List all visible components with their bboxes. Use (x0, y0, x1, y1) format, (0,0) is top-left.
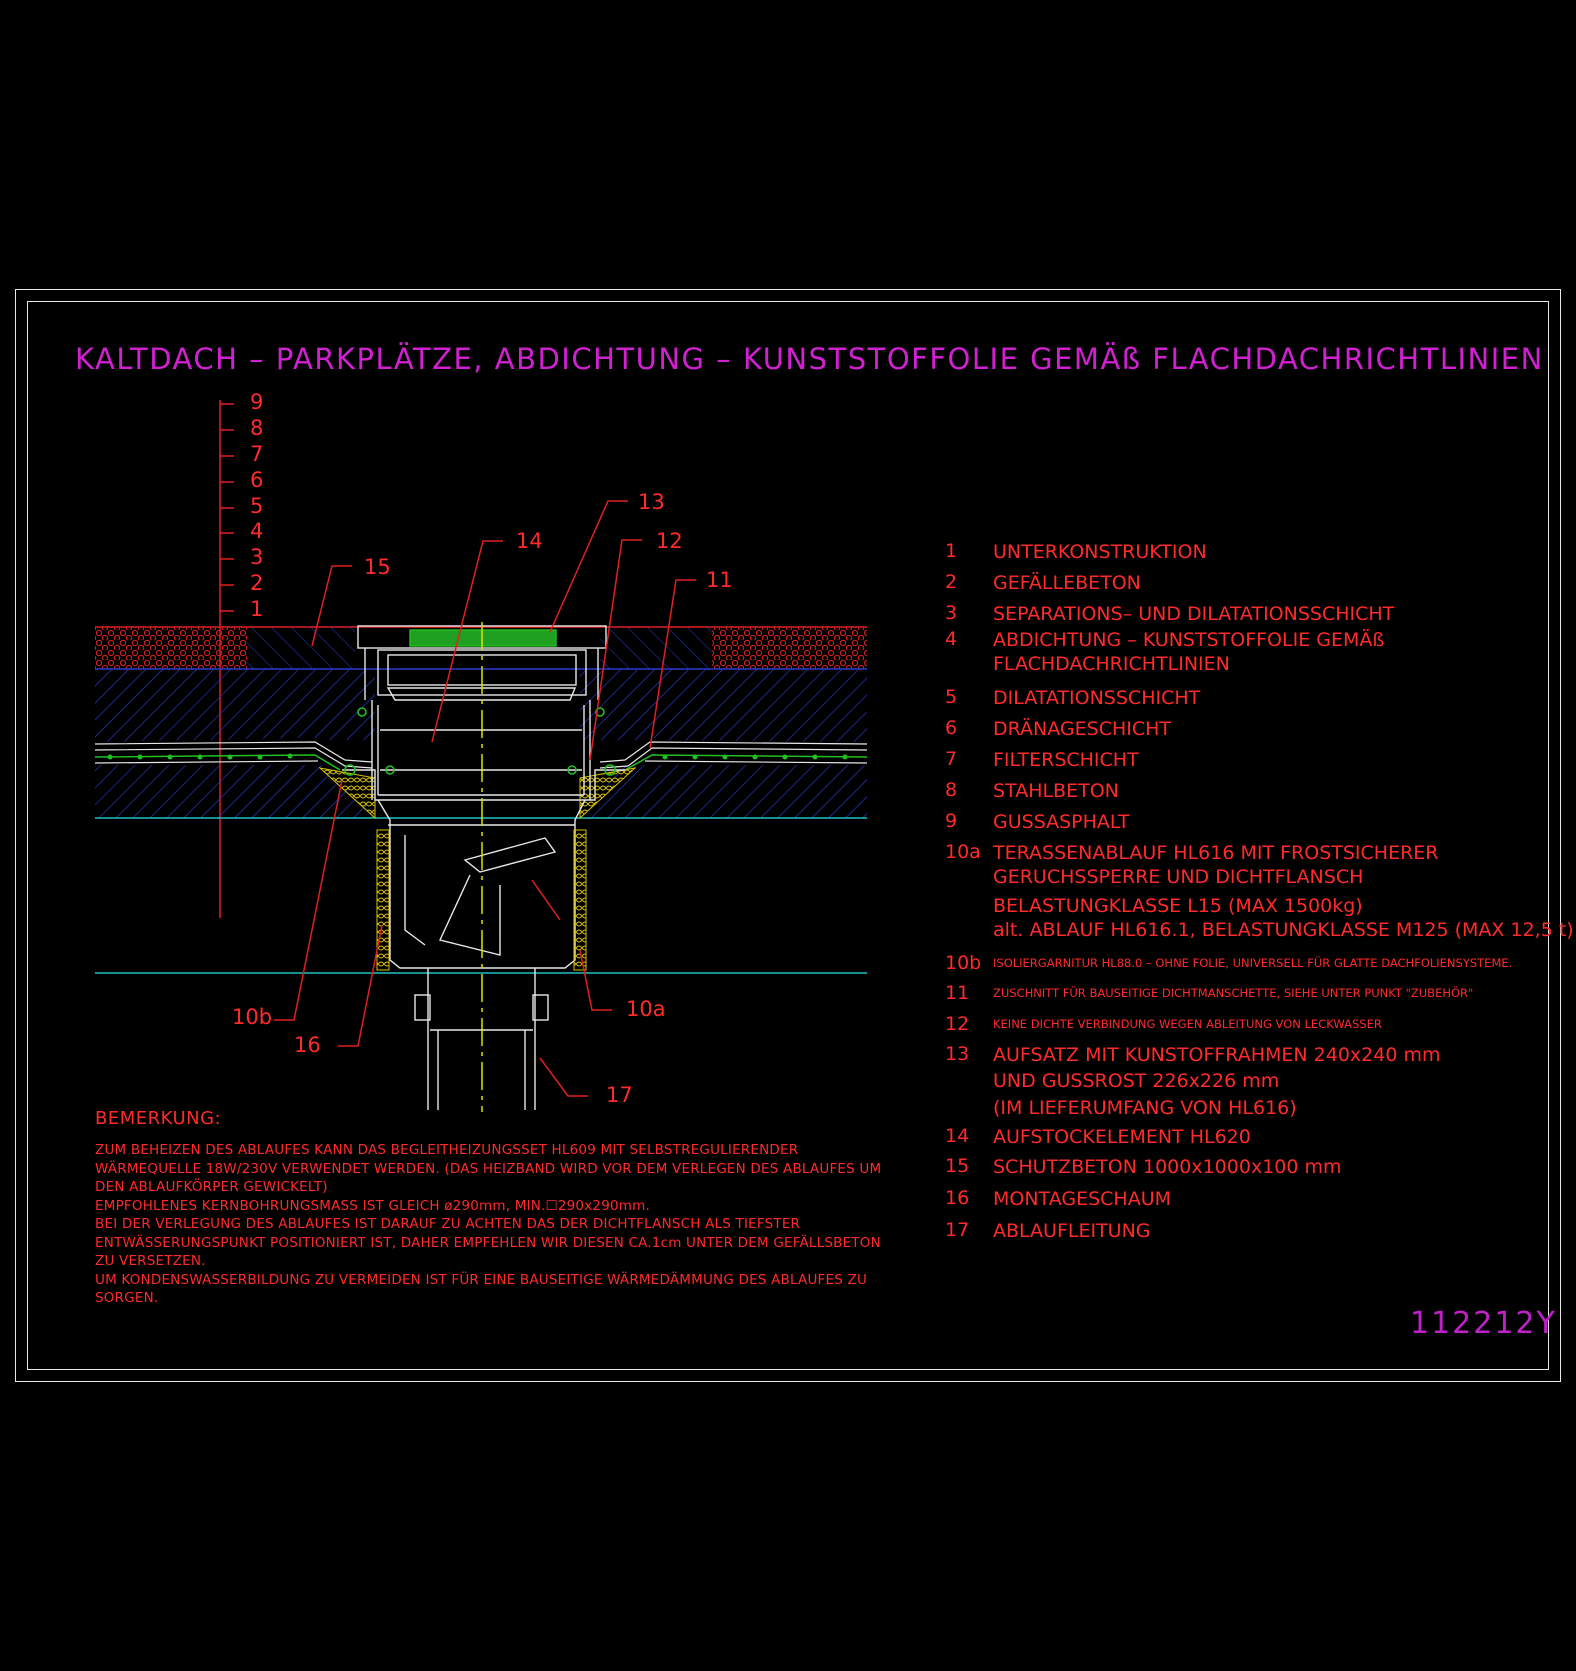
remarks-line: EMPFOHLENES KERNBOHRUNGSMASS IST GLEICH … (95, 1197, 650, 1214)
concrete-layers (95, 669, 867, 974)
remarks-line: WÄRMEQUELLE 18W/230V VERWENDET WERDEN. (… (95, 1160, 882, 1177)
scale-label-3: 3 (250, 545, 264, 569)
callout-15: 15 (364, 555, 391, 579)
scale-label-1: 1 (250, 597, 264, 621)
callout-10a: 10a (626, 997, 666, 1021)
drawing-code: 112212Y (1410, 1306, 1557, 1341)
leader-lines (274, 500, 696, 1097)
remarks-heading: BEMERKUNG: (95, 1108, 222, 1129)
scale-label-6: 6 (250, 468, 264, 492)
scale-label-2: 2 (250, 571, 264, 595)
remarks-line: UM KONDENSWASSERBILDUNG ZU VERMEIDEN IST… (95, 1271, 868, 1288)
remarks-line: SORGEN. (95, 1290, 159, 1306)
callout-12: 12 (656, 529, 683, 553)
scale-label-8: 8 (250, 416, 264, 440)
scale-label-5: 5 (250, 494, 264, 518)
drawing-frame-inner (27, 301, 1549, 1370)
scale-label-4: 4 (250, 519, 264, 543)
callout-13: 13 (638, 490, 665, 514)
scale-label-9: 9 (250, 390, 264, 414)
drawing-frame-outer (15, 289, 1561, 1382)
callout-16: 16 (294, 1033, 321, 1057)
remarks-line: ZUM BEHEIZEN DES ABLAUFES KANN DAS BEGLE… (95, 1142, 799, 1158)
remarks-line: ZU VERSETZEN. (95, 1253, 206, 1269)
remarks-line: ENTWÄSSERUNGSPUNKT POSITIONIERT IST, DAH… (95, 1234, 881, 1251)
insulation-wedges (318, 767, 637, 820)
remarks-line: DEN ABLAUFKÖRPER GEWICKELT) (95, 1179, 328, 1195)
drainage-layer (94, 741, 868, 771)
seal-rings (344, 707, 616, 776)
remarks-line: BEI DER VERLEGUNG DES ABLAUFES IST DARAU… (95, 1216, 801, 1232)
scale-label-7: 7 (250, 442, 264, 466)
callout-10b: 10b (232, 1005, 273, 1029)
callout-17: 17 (606, 1083, 633, 1107)
callout-11: 11 (706, 568, 733, 592)
callout-14: 14 (516, 529, 543, 553)
remarks-block: BEMERKUNG: ZUM BEHEIZEN DES ABLAUFES KAN… (95, 1108, 905, 1308)
drawing-title: KALTDACH – PARKPLÄTZE, ABDICHTUNG – KUNS… (75, 342, 1544, 376)
schutzbeton-block (247, 627, 712, 669)
